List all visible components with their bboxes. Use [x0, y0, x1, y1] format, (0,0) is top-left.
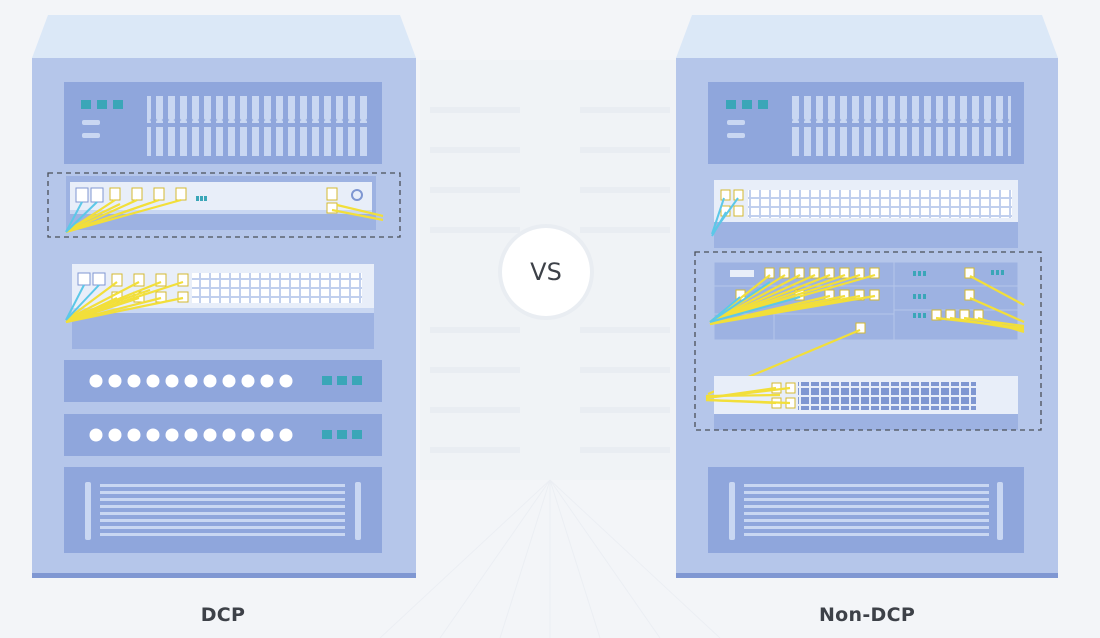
top-unit: [708, 82, 1024, 164]
highlight-box-non-dcp: [694, 251, 1042, 431]
server-rack-icon: [32, 15, 416, 578]
server-rack-icon: [676, 15, 1058, 578]
dcp-chassis: [65, 176, 384, 234]
vs-badge: [498, 224, 594, 320]
storage-unit: [64, 467, 382, 553]
fan-unit: [64, 414, 382, 456]
patch-panel-cluster: [707, 261, 1025, 396]
vs-label: VS: [530, 258, 562, 286]
top-unit: [64, 82, 382, 164]
highlight-box-dcp: [47, 172, 401, 238]
network-switch: [705, 376, 1018, 430]
dcp-caption: DCP: [200, 604, 246, 626]
fan-unit: [64, 360, 382, 402]
patch-panel: [65, 264, 374, 349]
network-switch: [711, 180, 1018, 248]
background-illustration: [379, 60, 721, 638]
fs-logo-icon: [351, 189, 363, 201]
non-dcp-caption: Non-DCP: [818, 604, 916, 626]
storage-unit: [708, 467, 1024, 553]
